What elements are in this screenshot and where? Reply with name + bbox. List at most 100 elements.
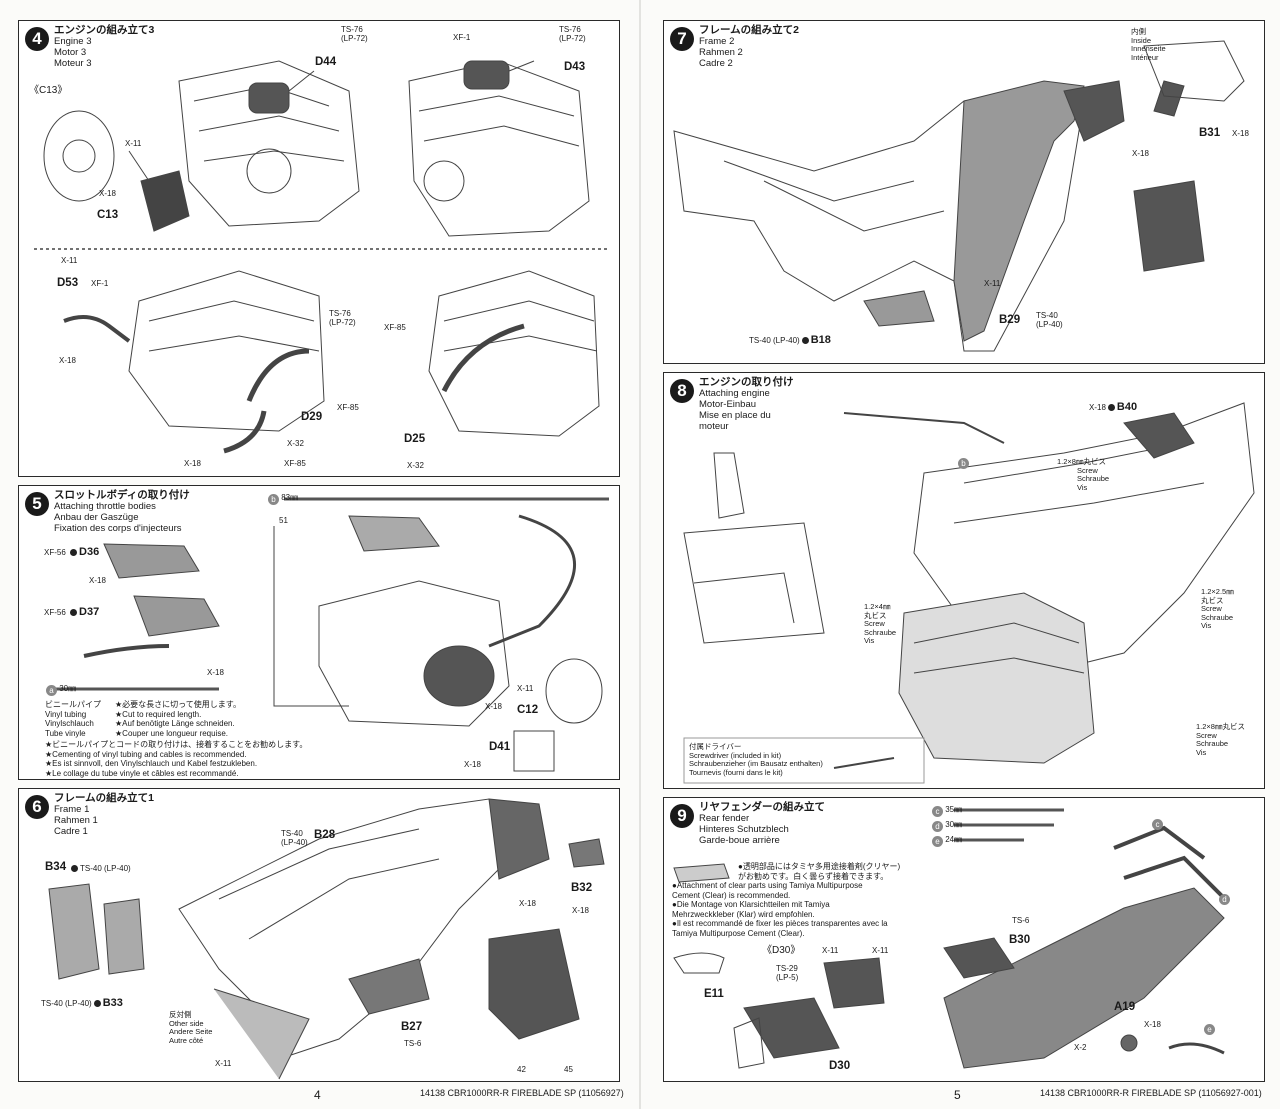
label-ts6: TS-6: [1012, 916, 1030, 925]
page-spine: [639, 0, 641, 1109]
screw-jp: 丸ビス: [1201, 595, 1224, 605]
step-titles: リヤフェンダーの組み立て Rear fender Hinteres Schutz…: [699, 802, 825, 847]
tube-a: a 30㎜: [46, 684, 76, 696]
note-line: ★Es ist sinnvoll, den Vinylschlauch und …: [45, 759, 258, 768]
tube-letter-c: c: [932, 806, 943, 817]
cut-jp: ★必要な長さに切って使用します。: [115, 700, 241, 709]
title-en: Engine 3: [54, 36, 92, 47]
screw-de: Schraube: [1201, 612, 1234, 622]
engine-mount-illustration: [683, 402, 1255, 784]
title-en: Attaching throttle bodies: [54, 501, 156, 512]
label-lp72b: (LP-72): [559, 34, 586, 43]
label-x11a: X-11: [822, 946, 839, 955]
label-51: 51: [279, 516, 288, 525]
title-jp: フレームの組み立て1: [54, 792, 155, 804]
cut-fr: ★Couper une longueur requise.: [115, 728, 229, 738]
vinyl-tubing-note: ビニールパイプ Vinyl tubing Vinylschlauch Tube …: [45, 700, 101, 738]
screw-en: Screw: [1196, 730, 1217, 740]
tube-marker-e: e: [1204, 1024, 1215, 1035]
label-ts40b: TS-40 (LP-40)B33: [41, 997, 123, 1009]
screw-2-note: 1.2×4㎜ 丸ビス Screw Schraube Vis: [864, 602, 896, 646]
xf56b-text: XF-56: [44, 608, 66, 617]
label-b30: B30: [1009, 934, 1031, 946]
note-line: ★Le collage du tube vinyle et câbles est…: [45, 768, 239, 778]
step-titles: フレームの組み立て1 Frame 1 Rahmen 1 Cadre 1: [54, 792, 155, 838]
label-xf56: XF-56 D36: [44, 547, 99, 558]
screw-1-note: 1.2×8㎜丸ビス Screw Schraube Vis: [1057, 457, 1109, 492]
step-titles: エンジンの取り付け Attaching engine Motor-Einbau …: [699, 377, 794, 433]
paint-dot: [70, 609, 78, 616]
label-x32: X-32: [287, 439, 304, 448]
step-number: 5: [25, 492, 49, 516]
screw-size: 1.2×2.5㎜: [1201, 587, 1234, 596]
label-d53: D53: [57, 277, 79, 289]
b33-text: B33: [102, 997, 123, 1009]
label-c12: C12: [517, 704, 539, 716]
step-number: 6: [25, 795, 49, 819]
inside-en: Inside: [1131, 35, 1152, 45]
ts40a-text: TS-40 (LP-40): [80, 864, 131, 873]
label-x18c: X-18: [184, 459, 201, 468]
screw-fr: Vis: [1201, 621, 1212, 630]
note-line: Mehrzweckkleber (Klar) wird empfohlen.: [672, 909, 815, 919]
cut-note: ★必要な長さに切って使用します。 ★Cut to required length…: [115, 700, 241, 738]
label-c13-box: 《C13》: [29, 85, 68, 96]
note-line: Cement (Clear) is recommended.: [672, 890, 791, 900]
label-x18b: X-18: [572, 906, 589, 915]
rear-fender-illustration: [673, 808, 1226, 1069]
other-fr: Autre côté: [169, 1035, 204, 1045]
label-ts76: TS-76: [341, 25, 363, 34]
label-e: e: [1204, 1023, 1215, 1035]
title-en: Rear fender: [699, 813, 750, 824]
label-d25: D25: [404, 433, 426, 445]
label-ts29: TS-29: [776, 964, 798, 973]
label-lp5: (LP-5): [776, 973, 799, 982]
label-x18b: X-18: [1132, 149, 1149, 158]
title-fr: Cadre 1: [54, 826, 88, 837]
label-x18: X-18: [89, 576, 106, 585]
tube-letter-b: b: [958, 458, 969, 469]
right-page: 7 フレームの組み立て2 Frame 2 Rahmen 2 Cadre 2 内側…: [640, 0, 1280, 1109]
label-x32b: X-32: [407, 461, 424, 470]
label-xf1: XF-1: [453, 33, 471, 42]
screwdriver-note: 付属ドライバー Screwdriver (included in kit) Sc…: [689, 742, 823, 777]
left-page: 4 エンジンの組み立て3 Engine 3 Motor 3 Moteur 3: [18, 20, 624, 1102]
inside-note: 内側 Inside Innenseite Intérieur: [1131, 27, 1166, 62]
driver-en: Screwdriver (included in kit): [689, 750, 782, 760]
label-ts76b: TS-76: [559, 25, 581, 34]
step-7-panel: 7 フレームの組み立て2 Frame 2 Rahmen 2 Cadre 2 内側…: [663, 20, 1265, 364]
other-de: Andere Seite: [169, 1027, 213, 1036]
step-6-panel: 6 フレームの組み立て1 Frame 1 Rahmen 1 Cadre 1 B3…: [18, 788, 620, 1082]
screw-size: 1.2×4㎜: [864, 602, 891, 611]
label-xf85b: XF-85: [284, 459, 306, 468]
driver-de: Schraubenzieher (im Bausatz enthalten): [689, 759, 823, 768]
note-line: ★ビニールパイプとコードの取り付けは、接着することをお勧めします。: [45, 740, 308, 749]
tube-d-length: 30㎜: [945, 820, 963, 829]
xf56-text: XF-56: [44, 548, 66, 557]
label-ts76c: TS-76: [329, 309, 351, 318]
paint-dot: [70, 549, 78, 556]
cementing-note: ★ビニールパイプとコードの取り付けは、接着することをお勧めします。 ★Cemen…: [45, 740, 307, 778]
label-lp72c: (LP-72): [329, 318, 356, 327]
tube-a-length: 30㎜: [59, 684, 77, 693]
note-line: ●Attachment of clear parts using Tamiya …: [672, 881, 863, 890]
label-x11: X-11: [215, 1059, 232, 1068]
label-lp72: (LP-72): [341, 34, 368, 43]
label-b28: B28: [314, 829, 336, 841]
tube-d: d 30㎜: [932, 820, 962, 832]
paint-dot: [1107, 404, 1115, 411]
title-jp: フレームの組み立て2: [699, 24, 800, 36]
title-fr: Garde-boue arrière: [699, 835, 780, 846]
tube-e: e 24㎜: [932, 835, 962, 847]
note-line: Tamiya Multipurpose Cement (Clear).: [672, 928, 805, 938]
title-de: Rahmen 2: [699, 47, 743, 58]
label-b31: B31: [1199, 127, 1221, 139]
label-x11: X-11: [517, 684, 534, 693]
label-x2: X-2: [1074, 1043, 1087, 1052]
note-line: がお勧めです。白く曇らず接着できます。: [738, 871, 889, 881]
label-xf85: XF-85: [337, 403, 359, 412]
page-footer: 14138 CBR1000RR-R FIREBLADE SP (11056927…: [420, 1088, 624, 1098]
label-45: 45: [564, 1065, 573, 1074]
title-en: Frame 2: [699, 36, 735, 47]
